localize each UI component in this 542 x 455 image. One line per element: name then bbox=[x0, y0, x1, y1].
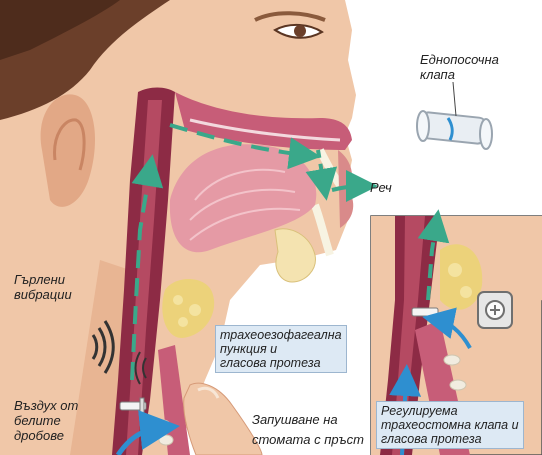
finger-occlusion-label: Запушване на стомата с пръст bbox=[252, 410, 364, 450]
finger bbox=[184, 383, 262, 455]
one-way-valve-label: Еднопосочна клапа bbox=[420, 52, 499, 82]
air-from-lungs-label: Въздух от белите дробове bbox=[14, 398, 78, 443]
tracheoesophageal-label: трахеоезофагеална пункция и гласова прот… bbox=[215, 325, 347, 373]
stoma-valve-icon bbox=[478, 292, 512, 328]
speech-label: Реч bbox=[370, 180, 392, 195]
laryngeal-vibrations-label: Гърлени вибрации bbox=[14, 272, 72, 302]
one-way-valve-icon bbox=[417, 111, 492, 149]
adjustable-valve-label: Регулируема трахеостомна клапа и гласова… bbox=[376, 401, 524, 449]
